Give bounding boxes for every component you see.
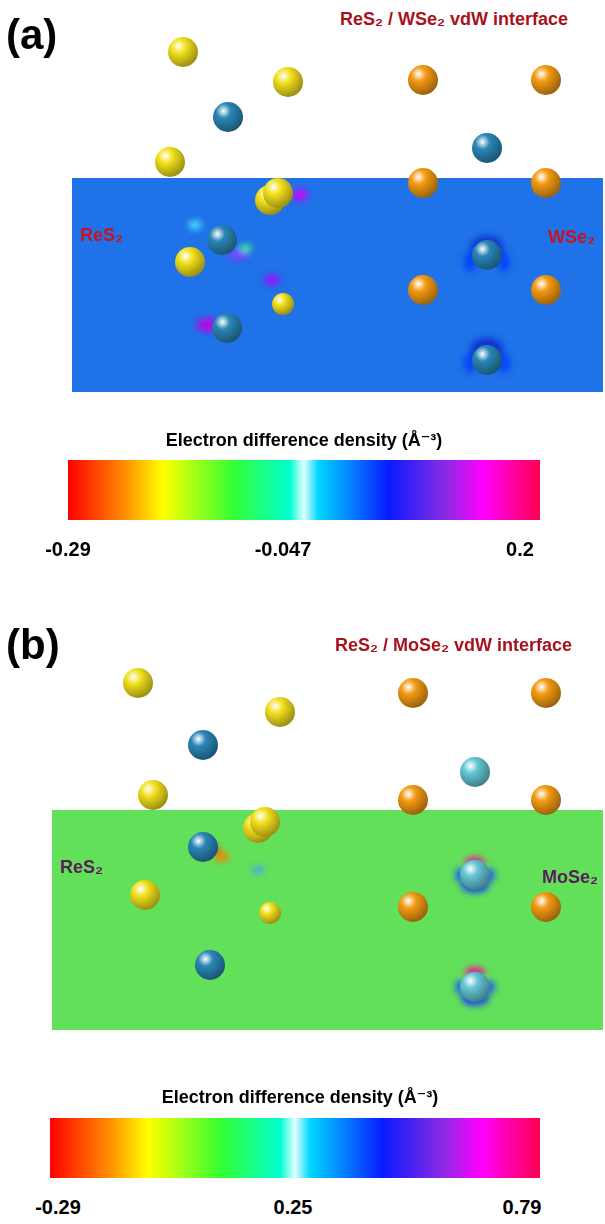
- atom-sphere: [273, 67, 303, 97]
- tick-value: -0.29: [45, 538, 91, 560]
- tick-value: 0.25: [274, 1196, 313, 1218]
- layer-label: MoSe₂: [542, 868, 598, 888]
- atom-sphere: [195, 950, 225, 980]
- panel-title: ReS₂ / WSe₂ vdW interface: [340, 10, 568, 30]
- atom-sphere: [531, 678, 561, 708]
- atom-sphere: [531, 168, 561, 198]
- atom-sphere: [398, 678, 428, 708]
- tick-value: 0.79: [503, 1196, 542, 1218]
- atom-sphere: [213, 102, 243, 132]
- density-blob: [264, 275, 280, 285]
- atom-sphere: [130, 880, 160, 910]
- atom-sphere: [259, 902, 281, 924]
- atom-sphere: [263, 178, 293, 208]
- atom-sphere: [460, 972, 490, 1002]
- atom-sphere: [460, 860, 490, 890]
- layer-label: WSe₂: [548, 228, 595, 248]
- atom-sphere: [265, 697, 295, 727]
- colorbar: [50, 1118, 540, 1178]
- atom-sphere: [472, 133, 502, 163]
- colorbar-title: Electron difference density (Å⁻³): [162, 1088, 439, 1108]
- colorbar: [68, 460, 540, 520]
- atom-sphere: [188, 832, 218, 862]
- panel-letter: (b): [6, 622, 60, 668]
- atom-sphere: [408, 275, 438, 305]
- layer-label: ReS₂: [80, 226, 123, 246]
- density-blob: [188, 220, 202, 230]
- tick-value: 0.2: [506, 538, 534, 560]
- atom-sphere: [398, 785, 428, 815]
- atom-sphere: [531, 892, 561, 922]
- atom-sphere: [155, 147, 185, 177]
- tick-value: -0.047: [255, 538, 312, 560]
- panel-title: ReS₂ / MoSe₂ vdW interface: [335, 636, 572, 656]
- atom-sphere: [531, 275, 561, 305]
- atom-sphere: [138, 780, 168, 810]
- atom-sphere: [531, 785, 561, 815]
- atom-sphere: [272, 293, 294, 315]
- atom-sphere: [408, 65, 438, 95]
- atom-sphere: [472, 240, 502, 270]
- atom-sphere: [408, 168, 438, 198]
- tick-value: -0.29: [35, 1196, 81, 1218]
- atom-sphere: [212, 313, 242, 343]
- density-slice: [72, 178, 603, 392]
- atom-sphere: [168, 37, 198, 67]
- atom-sphere: [207, 225, 237, 255]
- layer-label: ReS₂: [60, 858, 103, 878]
- atom-sphere: [175, 247, 205, 277]
- atom-sphere: [460, 757, 490, 787]
- density-blob: [292, 189, 308, 201]
- density-blob: [252, 866, 264, 874]
- atom-sphere: [250, 807, 280, 837]
- density-blob: [240, 244, 252, 252]
- atom-sphere: [188, 730, 218, 760]
- panel-letter: (a): [6, 12, 57, 58]
- atom-sphere: [398, 892, 428, 922]
- colorbar-title: Electron difference density (Å⁻³): [166, 431, 443, 451]
- density-slice: [52, 810, 603, 1030]
- atom-sphere: [531, 65, 561, 95]
- atom-sphere: [472, 345, 502, 375]
- atom-sphere: [123, 668, 153, 698]
